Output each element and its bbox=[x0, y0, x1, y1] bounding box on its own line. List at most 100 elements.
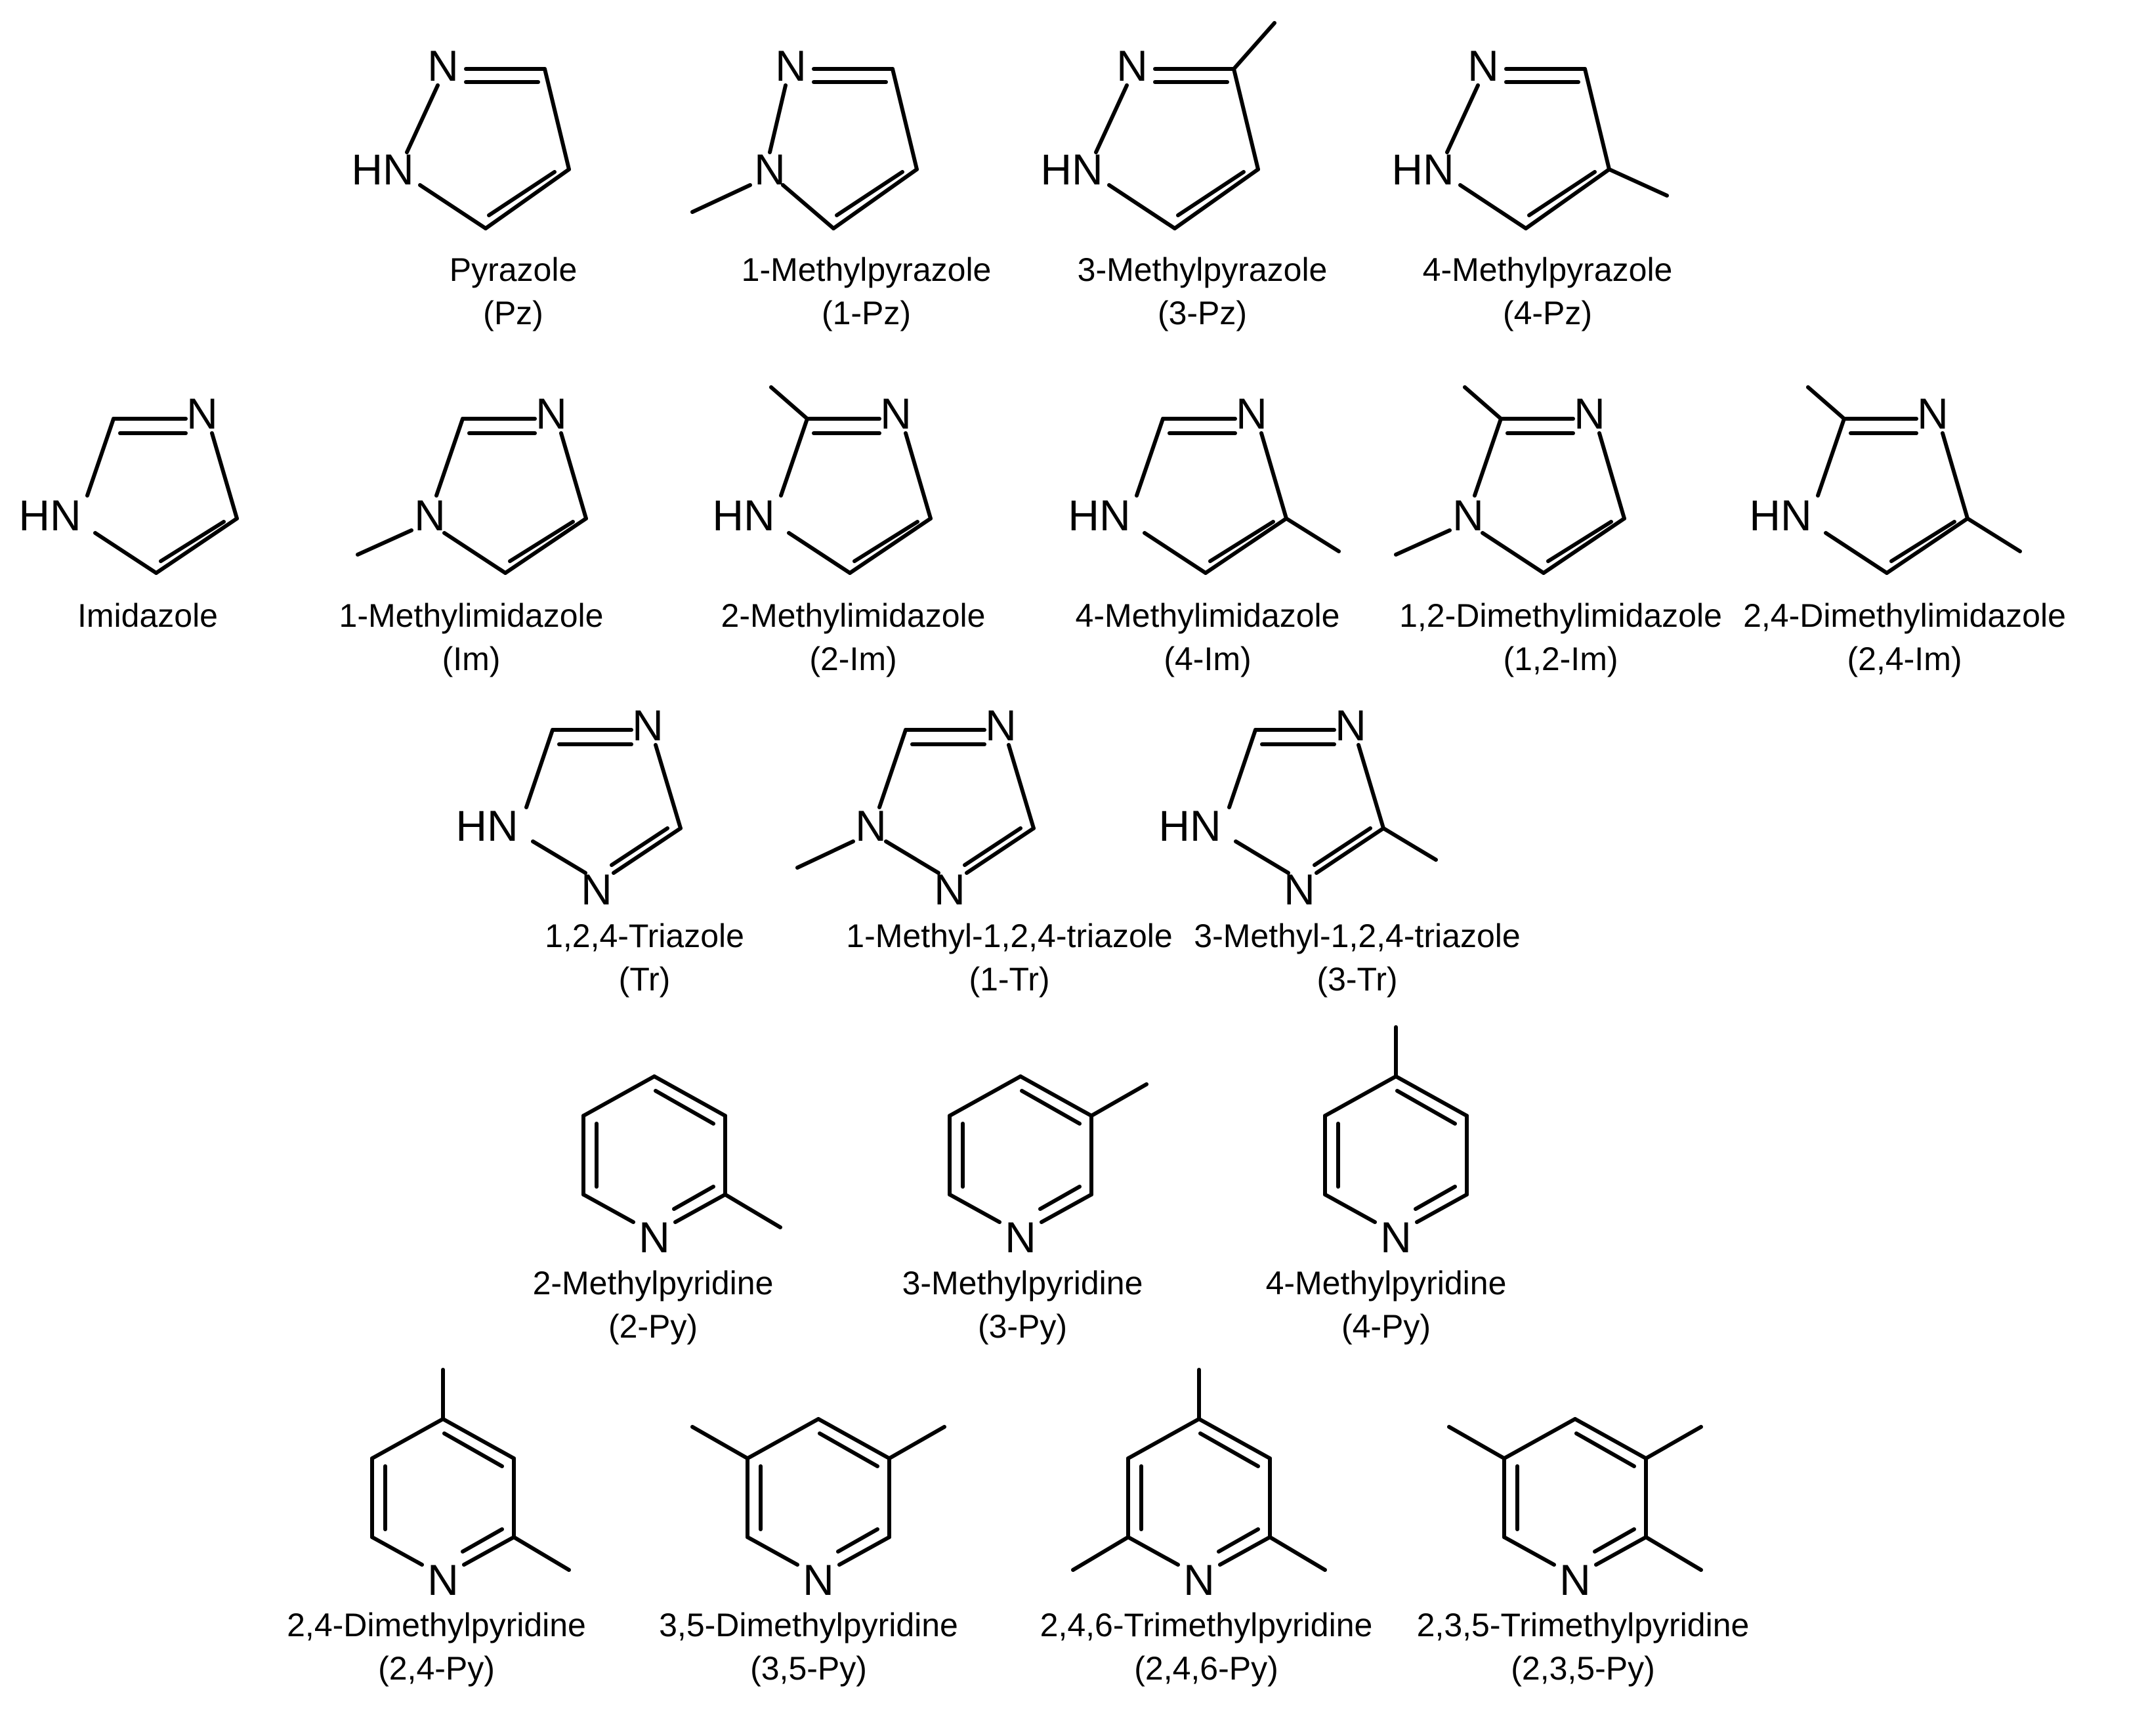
compound-abbreviation: (1,2-Im) bbox=[1504, 641, 1618, 677]
methyl-bond bbox=[1644, 1425, 1703, 1460]
nh-label: HN bbox=[1068, 491, 1130, 540]
nitrogen-label: N bbox=[1467, 41, 1499, 90]
nh-label: HN bbox=[1040, 145, 1103, 194]
compound-name: 1-Methylimidazole bbox=[339, 597, 604, 634]
compound-name: 2,4-Dimethylpyridine bbox=[287, 1607, 586, 1643]
bond bbox=[746, 1535, 799, 1567]
bond bbox=[418, 183, 488, 230]
bond bbox=[1583, 67, 1611, 171]
bond bbox=[1816, 417, 1846, 498]
compound-abbreviation: (2,4-Py) bbox=[378, 1650, 495, 1687]
nitrogen-label: N bbox=[536, 389, 567, 438]
double-bond bbox=[1414, 1185, 1457, 1211]
nitrogen-label: N bbox=[1335, 701, 1366, 750]
nitrogen-label: N bbox=[427, 41, 459, 90]
double-bond bbox=[818, 1431, 879, 1468]
methyl-bond bbox=[1381, 826, 1438, 862]
nitrogen-label: N bbox=[985, 701, 1017, 750]
compound-name: 3,5-Dimethylpyridine bbox=[659, 1607, 958, 1643]
nitrogen-label: N bbox=[1236, 389, 1267, 438]
bond bbox=[405, 83, 440, 154]
compound-abbreviation: (2-Im) bbox=[809, 641, 896, 677]
methyl-bond bbox=[1607, 167, 1669, 198]
bond bbox=[581, 1074, 656, 1118]
compound-abbreviation: (2-Py) bbox=[608, 1308, 698, 1345]
bond bbox=[612, 826, 683, 875]
nitrogen-label: N bbox=[632, 701, 663, 750]
methyl-bond bbox=[723, 1193, 782, 1229]
compound-abbreviation: (1-Tr) bbox=[969, 961, 1049, 998]
compound-abbreviation: (2,4,6-Py) bbox=[1134, 1650, 1278, 1687]
compound-name: 4-Methylimidazole bbox=[1076, 597, 1340, 634]
bond bbox=[1107, 183, 1177, 230]
bond bbox=[1524, 167, 1611, 230]
bond bbox=[441, 1417, 516, 1460]
bond bbox=[543, 67, 571, 171]
bond bbox=[210, 431, 239, 520]
bond bbox=[787, 531, 852, 575]
nh-label: HN bbox=[1158, 801, 1221, 850]
bond bbox=[85, 417, 116, 498]
double-bond bbox=[1574, 1431, 1636, 1468]
bond bbox=[848, 517, 933, 575]
methyl-bond bbox=[887, 1425, 946, 1460]
nitrogen-label: N bbox=[1380, 1213, 1412, 1261]
bond bbox=[434, 417, 465, 498]
double-bond bbox=[159, 520, 226, 563]
bond bbox=[877, 728, 908, 809]
double-bond bbox=[835, 170, 904, 217]
bond bbox=[779, 417, 809, 498]
compound-name: Imidazole bbox=[77, 597, 218, 634]
double-bond bbox=[1217, 1527, 1260, 1554]
bond bbox=[154, 517, 239, 575]
bond bbox=[1394, 1074, 1469, 1118]
methyl-bond bbox=[1806, 385, 1846, 421]
methyl-bond bbox=[769, 385, 809, 421]
double-bond bbox=[1889, 520, 1956, 563]
bond bbox=[1094, 83, 1129, 154]
compound-abbreviation: (4-Im) bbox=[1164, 641, 1251, 677]
compound-abbreviation: (3-Tr) bbox=[1316, 961, 1397, 998]
compound-name: 3-Methyl-1,2,4-triazole bbox=[1194, 918, 1520, 954]
bond bbox=[965, 826, 1036, 875]
nitrogen-label: N bbox=[855, 801, 887, 850]
nitrogen-label: N bbox=[1005, 1213, 1036, 1261]
double-bond bbox=[1176, 170, 1246, 217]
bond bbox=[948, 1074, 1022, 1118]
bond bbox=[559, 431, 588, 520]
bond bbox=[581, 1193, 635, 1224]
methyl-bond bbox=[690, 183, 752, 214]
bond bbox=[652, 1074, 727, 1118]
bond bbox=[1040, 1193, 1093, 1224]
nitrogen-label: N bbox=[803, 1556, 834, 1604]
nitrogen-label: N bbox=[880, 389, 912, 438]
bond bbox=[781, 183, 835, 230]
compound-name: 2-Methylpyridine bbox=[533, 1265, 774, 1302]
methyl-bond bbox=[356, 528, 413, 557]
nitrogen-label: N bbox=[1452, 491, 1484, 540]
bond bbox=[1234, 839, 1290, 875]
bond bbox=[1597, 431, 1626, 520]
nh-label: HN bbox=[351, 145, 413, 194]
bond bbox=[816, 1417, 891, 1460]
compound-name: 3-Methylpyrazole bbox=[1078, 251, 1328, 288]
compound-abbreviation: (Pz) bbox=[483, 295, 543, 331]
compound-name: 4-Methylpyridine bbox=[1266, 1265, 1507, 1302]
methyl-bond bbox=[1447, 1425, 1506, 1460]
bond bbox=[503, 517, 588, 575]
double-bond bbox=[1546, 520, 1613, 563]
compound-abbreviation: (4-Py) bbox=[1341, 1308, 1431, 1345]
nitrogen-label: N bbox=[1559, 1556, 1591, 1604]
bond bbox=[1415, 1193, 1469, 1224]
compound-abbreviation: (3,5-Py) bbox=[750, 1650, 867, 1687]
bond bbox=[531, 839, 587, 875]
bond bbox=[442, 531, 507, 575]
compound-name: 3-Methylpyridine bbox=[902, 1265, 1143, 1302]
bond bbox=[1007, 743, 1036, 830]
double-bond bbox=[610, 826, 669, 867]
bond bbox=[1885, 517, 1969, 575]
nitrogen-label: N bbox=[1574, 389, 1605, 438]
bond bbox=[948, 1193, 1001, 1224]
double-bond bbox=[487, 170, 557, 217]
bond bbox=[1824, 531, 1889, 575]
